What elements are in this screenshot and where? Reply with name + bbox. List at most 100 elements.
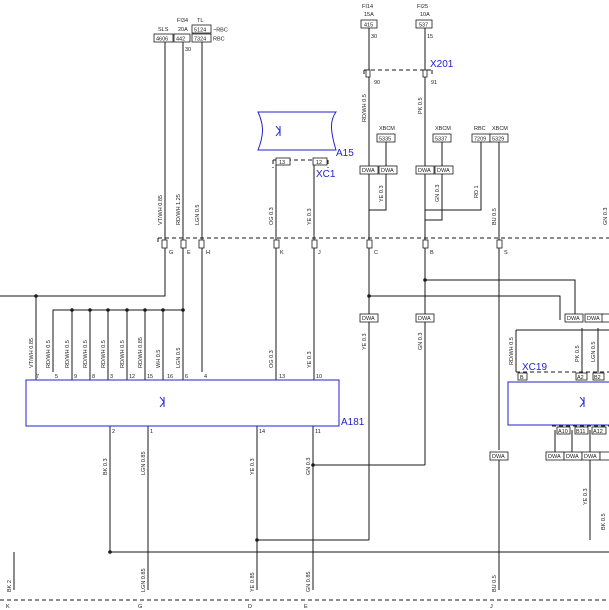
a181-pin: 12 xyxy=(129,374,135,380)
wire-label: LGN 0.85 xyxy=(141,451,147,475)
dwa-label: DWA xyxy=(587,316,600,322)
dwa-label: DWA xyxy=(362,168,375,174)
xbcm-code-5337: 5337 xyxy=(435,137,447,143)
bus1-pin-c: C xyxy=(374,250,378,256)
wire-label: RD/WH 1.25 xyxy=(176,194,182,225)
fuse-pin-30: 30 xyxy=(185,47,191,53)
rbc-header: RBC xyxy=(474,126,486,132)
dwa-label: DWA xyxy=(418,316,431,322)
a181-pin: 15 xyxy=(147,374,153,380)
xbcm-header-1: XBCM xyxy=(379,126,395,132)
wire-label: LGN 0.5 xyxy=(195,205,201,225)
wire-label: OG 0.3 xyxy=(269,207,275,225)
bus-line-2: K G D E J xyxy=(0,599,609,610)
a181-pin: 8 xyxy=(92,374,95,380)
wire-label: PK 0.5 xyxy=(575,345,581,362)
xbcm-group: XBCM 5335 XBCM 5337 RBC 7209 XBCM 5329 xyxy=(376,126,509,143)
a181-label: A181 xyxy=(341,417,365,428)
wire-label: BK 0.3 xyxy=(103,458,109,475)
pin-a10: A10 xyxy=(558,429,568,435)
fuse-code-5124: 5124 xyxy=(194,28,206,34)
a181-pin: 1 xyxy=(150,429,153,435)
fuse-code-4606: 4606 xyxy=(156,37,168,43)
wire-label: GN 0.3 xyxy=(603,208,609,225)
dwa-label: DWA xyxy=(492,454,505,460)
dwa-row-1: DWA DWA DWA DWA xyxy=(359,165,454,175)
wire-label: RD/WH 0.5 xyxy=(101,340,107,368)
wire-label: BK 2 xyxy=(7,580,13,592)
fuse-fi14-name: FI14 xyxy=(362,4,373,10)
x201-pin-90: 90 xyxy=(374,80,380,86)
fuse-fi14-code: 415 xyxy=(364,23,373,29)
fuse-fi25-box xyxy=(415,19,433,29)
wire-label: YE 0.3 xyxy=(307,208,313,225)
xc1-label: XC1 xyxy=(316,169,336,180)
fuse-code-7324: 7324 xyxy=(194,37,206,43)
fuse-cell-442 xyxy=(173,33,191,43)
xc19-pin-b: B xyxy=(520,375,524,381)
fuse-fi14-pin: 30 xyxy=(371,34,377,40)
a181-pin: 10 xyxy=(316,374,322,380)
x201-pin-91: 91 xyxy=(431,80,437,86)
wire-label: GN 0.3 xyxy=(418,333,424,350)
wire-label: YE 0.3 xyxy=(379,185,385,202)
xc19-label: XC19 xyxy=(522,362,547,373)
a181-pin: 5 xyxy=(55,374,58,380)
dwa-label: DWA xyxy=(584,454,597,460)
bus2-pin-d: D xyxy=(248,604,252,610)
wire-label: LGN 0.5 xyxy=(591,342,597,362)
fuse-fi25-code: 537 xyxy=(419,23,428,29)
a181-pin: 3 xyxy=(110,374,113,380)
rbc-code-7209: 7209 xyxy=(474,137,486,143)
wires xyxy=(0,28,609,590)
connector-x201: 90 91 X201 xyxy=(363,59,454,86)
wire-label: VT/WH 0.85 xyxy=(158,195,164,225)
wire-label: RD/WH 0.5 xyxy=(362,94,368,122)
a181-pin: 13 xyxy=(279,374,285,380)
xbcm-header-3: XBCM xyxy=(492,126,508,132)
wire-label: RD/WH 0.5 xyxy=(120,340,126,368)
xbcm-header-2: XBCM xyxy=(435,126,451,132)
dwa-row-3: DWA DWA DWA DWA xyxy=(489,451,609,461)
fuse-fi14-rating: 15A xyxy=(364,12,374,18)
a181-pin: 4 xyxy=(204,374,207,380)
a181-pin: 11 xyxy=(315,429,321,435)
xc19-pin-a2: A2 xyxy=(577,375,584,381)
fuse-block: SLS FI34 20A TL 4606 442 5124 ~RBC 7324 … xyxy=(153,18,228,53)
a181-pin: 7 xyxy=(36,374,39,380)
module-xc19: XC19 B A2 B2 A10 B11 A12 xyxy=(507,362,609,435)
module-a181: A181 7 5 9 8 3 12 15 16 6 4 13 10 2 1 14… xyxy=(25,374,365,435)
fuse-header-sls: SLS xyxy=(158,27,169,33)
xc1-pin-12: 12 xyxy=(316,160,322,166)
pin-b11: B11 xyxy=(576,429,585,435)
wire-label: RD/WH 0.85 xyxy=(138,337,144,368)
transistor-icon xyxy=(579,396,585,408)
wire-label: OG 0.3 xyxy=(269,350,275,368)
a181-pin: 14 xyxy=(259,429,265,435)
bus1-pin-b: B xyxy=(430,250,434,256)
wire-label: BK 0.5 xyxy=(601,513,607,530)
fuse-code-442: 442 xyxy=(176,37,185,43)
bus2-pin-j: J xyxy=(490,604,493,610)
dwa-label: DWA xyxy=(437,168,450,174)
fuse-suffix-rbc: RBC xyxy=(213,37,225,43)
fuse-fi25-name: FI25 xyxy=(417,4,428,10)
wire-label: RD/WH 0.5 xyxy=(83,340,89,368)
dwa-label: DWA xyxy=(566,454,579,460)
bus1-pin-k: K xyxy=(280,250,284,256)
dwa-label: DWA xyxy=(567,316,580,322)
fuse-fi34-rating: 20A xyxy=(178,27,188,33)
wire-label: VT/WH 0.85 xyxy=(29,338,35,368)
wire-label: GN 0.3 xyxy=(306,458,312,475)
wire-label: GN 0.3 xyxy=(435,185,441,202)
bus2-pin-k: K xyxy=(6,604,10,610)
wire-label: YE 0.3 xyxy=(307,351,313,368)
wire-label: LGN 0.5 xyxy=(176,348,182,368)
bus1-pin-g: G xyxy=(169,250,173,256)
bus1-pin-h: H xyxy=(206,250,210,256)
wire-label: YE 0.85 xyxy=(250,572,256,592)
wire-label: WH 0.5 xyxy=(156,350,162,368)
a181-pin: 6 xyxy=(185,374,188,380)
dwa-row-2: DWA DWA DWA DWA xyxy=(359,313,609,323)
